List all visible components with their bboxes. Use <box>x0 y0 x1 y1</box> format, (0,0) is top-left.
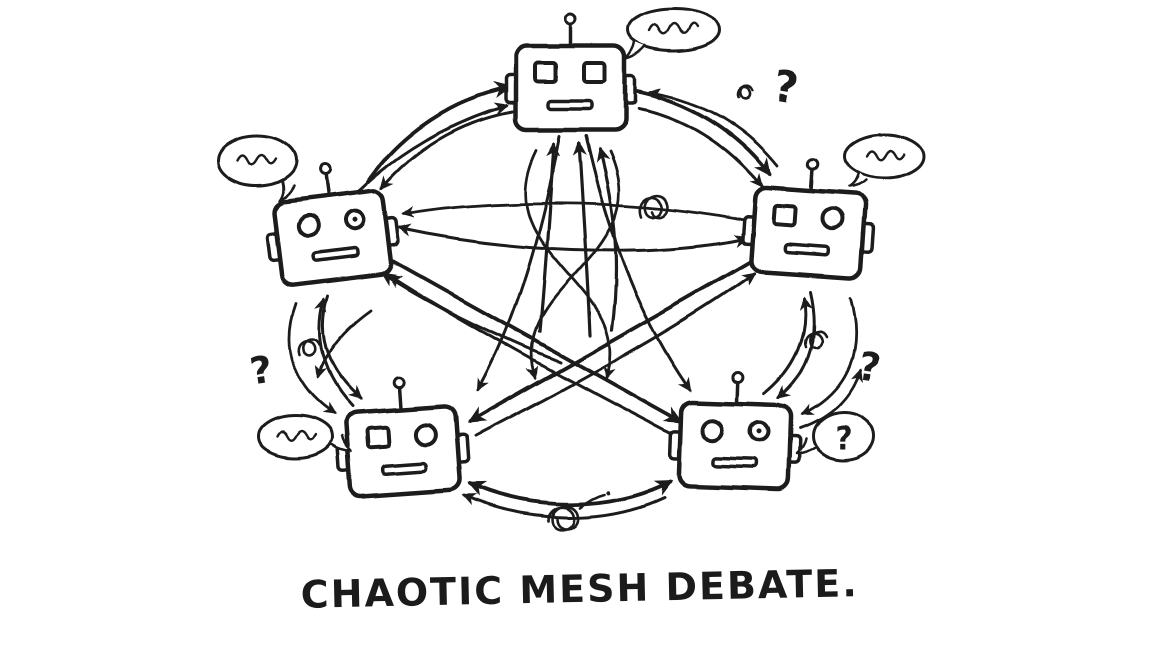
speech-bubble-top <box>624 7 722 61</box>
arrow <box>348 102 509 202</box>
speech-bubble-tail <box>795 437 818 456</box>
arrow <box>321 294 362 400</box>
arrow <box>572 141 592 337</box>
arrow <box>467 480 673 507</box>
scribble-text-icon <box>236 154 278 166</box>
arrow <box>584 134 692 393</box>
speech-bubble-upper-right <box>842 132 926 189</box>
scribble-knot <box>736 85 754 101</box>
arrow <box>776 290 816 400</box>
arrow <box>467 260 752 424</box>
arrow <box>315 308 374 381</box>
scribble-text-icon <box>275 430 317 442</box>
speech-bubble-tail <box>624 40 648 61</box>
arrow <box>799 296 857 416</box>
caption: CHAOTIC MESH DEBATE. <box>300 561 859 617</box>
speech-bubble-tail <box>328 434 353 453</box>
scribble-tail <box>578 493 606 510</box>
scribble-dot <box>605 490 611 496</box>
speech-bubble-tail <box>277 180 295 203</box>
speech-bubble-tail <box>846 170 867 189</box>
question-mark: ? <box>247 347 275 394</box>
arrow <box>636 106 764 188</box>
arrow <box>288 302 336 416</box>
arrow <box>392 260 683 424</box>
speech-bubble-lower-left <box>256 414 353 460</box>
question-mark: ? <box>770 62 803 114</box>
arrow <box>523 148 616 381</box>
arrow <box>380 110 514 190</box>
arrow <box>476 134 562 393</box>
scribble-knot <box>546 505 580 532</box>
arrow <box>526 150 621 381</box>
arrow <box>366 82 512 184</box>
scribble-knot <box>298 338 322 358</box>
sketch-layer: ? ? ? ? <box>216 7 926 532</box>
speech-bubble-lower-right: ? <box>795 410 877 462</box>
mesh-arrows <box>288 82 863 520</box>
arrow <box>401 201 746 222</box>
arrow <box>461 494 666 520</box>
arrow <box>647 87 780 168</box>
arrow <box>314 297 354 408</box>
robot-top <box>505 14 635 130</box>
scribble-knot <box>639 193 670 218</box>
arrow <box>762 295 813 396</box>
question-mark: ? <box>855 343 883 390</box>
arrow <box>381 272 562 364</box>
question-mark-bubble: ? <box>835 419 854 457</box>
arrow <box>798 367 863 430</box>
speech-bubble-outline <box>626 7 722 53</box>
speech-bubble-upper-left <box>216 134 298 203</box>
arrow <box>397 223 749 252</box>
scribble-knot <box>804 330 828 350</box>
speech-bubble-outline <box>811 410 877 462</box>
arrow <box>474 272 757 438</box>
scribble-text-icon <box>648 22 700 36</box>
scribbles <box>298 85 828 532</box>
scribble-text-icon <box>864 149 906 161</box>
